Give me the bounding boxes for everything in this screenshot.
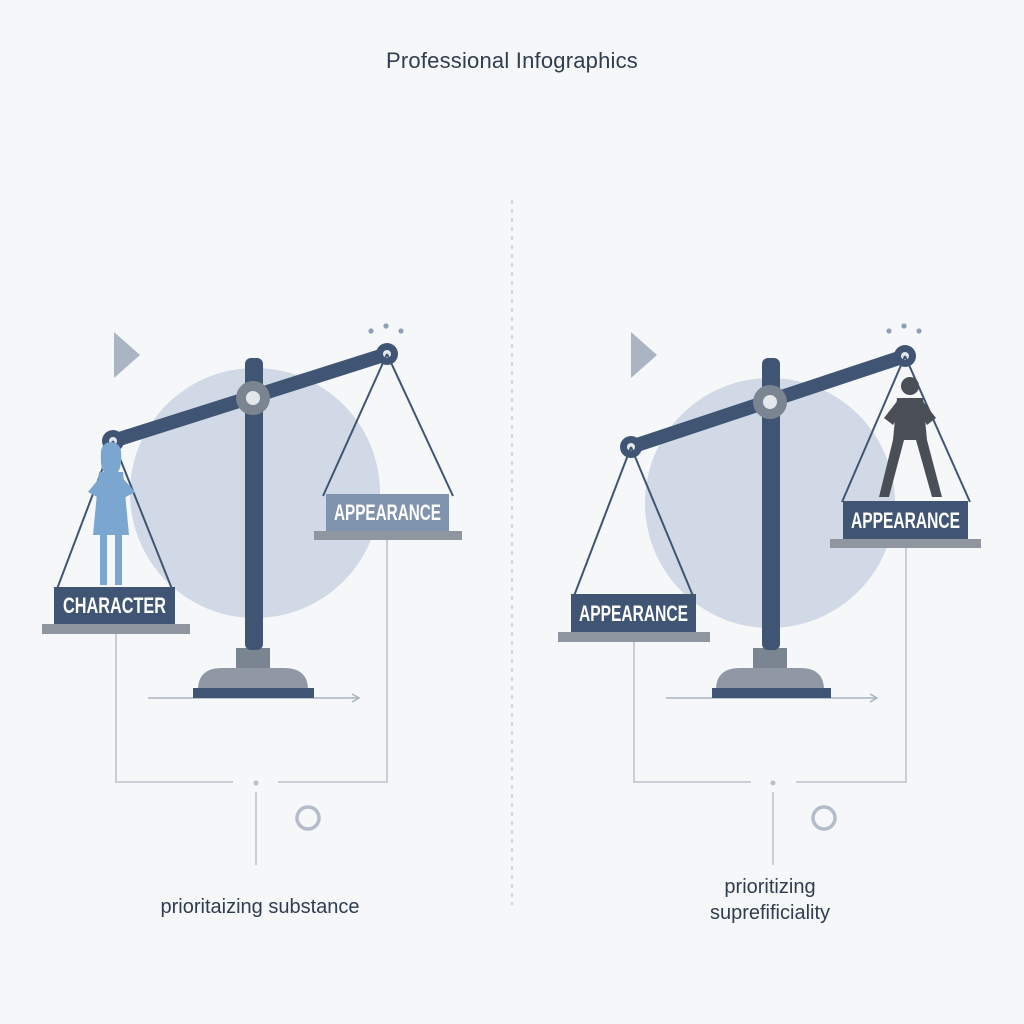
right-low-appearance-block xyxy=(571,594,696,632)
left-scale-pillar xyxy=(245,358,263,650)
right-connector-lines xyxy=(633,548,907,865)
right-scale-pillar xyxy=(762,358,780,650)
left-connector-dot xyxy=(253,780,259,786)
left-low-pan xyxy=(42,624,190,634)
right-low-pan xyxy=(558,632,710,642)
left-base-plate xyxy=(193,688,314,698)
right-high-pan xyxy=(830,539,981,548)
left-ring-icon xyxy=(295,805,321,831)
right-ring-icon xyxy=(811,805,837,831)
left-appearance-block xyxy=(326,494,449,531)
right-high-appearance-block xyxy=(843,501,968,539)
left-high-pan xyxy=(314,531,462,540)
page-title: Professional Infographics xyxy=(385,48,639,73)
left-base-dome xyxy=(198,668,308,690)
right-play-icon xyxy=(631,332,657,378)
male-figure-icon xyxy=(879,377,942,497)
left-caption: prioritaizing substance xyxy=(160,896,360,918)
left-pan-strings xyxy=(56,353,454,590)
right-base-plate xyxy=(712,688,831,698)
female-figure-icon xyxy=(88,442,135,585)
right-caption-line-2: suprefificiality xyxy=(709,902,831,924)
right-connector-dot xyxy=(770,780,776,786)
right-base-neck xyxy=(753,648,787,670)
left-scale-panel: CHARACTER APPEARANCE xyxy=(42,323,462,865)
right-low-pan-label: APPEARANCE xyxy=(579,601,688,626)
right-high-pan-label: APPEARANCE xyxy=(851,508,960,533)
right-scale-panel: APPEARANCE APPEARANCE xyxy=(558,323,981,865)
left-dots-icon xyxy=(368,323,404,334)
right-caption-line-1: prioritizing xyxy=(724,876,816,898)
left-play-icon xyxy=(114,332,140,378)
left-low-pan-label: CHARACTER xyxy=(63,593,166,618)
left-connector-lines xyxy=(115,540,388,865)
left-high-pan-label: APPEARANCE xyxy=(334,500,441,525)
right-dots-icon xyxy=(886,323,922,334)
right-caption: prioritizing suprefificiality xyxy=(640,874,900,926)
right-base-dome xyxy=(716,668,824,690)
left-character-block xyxy=(54,587,175,624)
left-base-neck xyxy=(236,648,270,670)
